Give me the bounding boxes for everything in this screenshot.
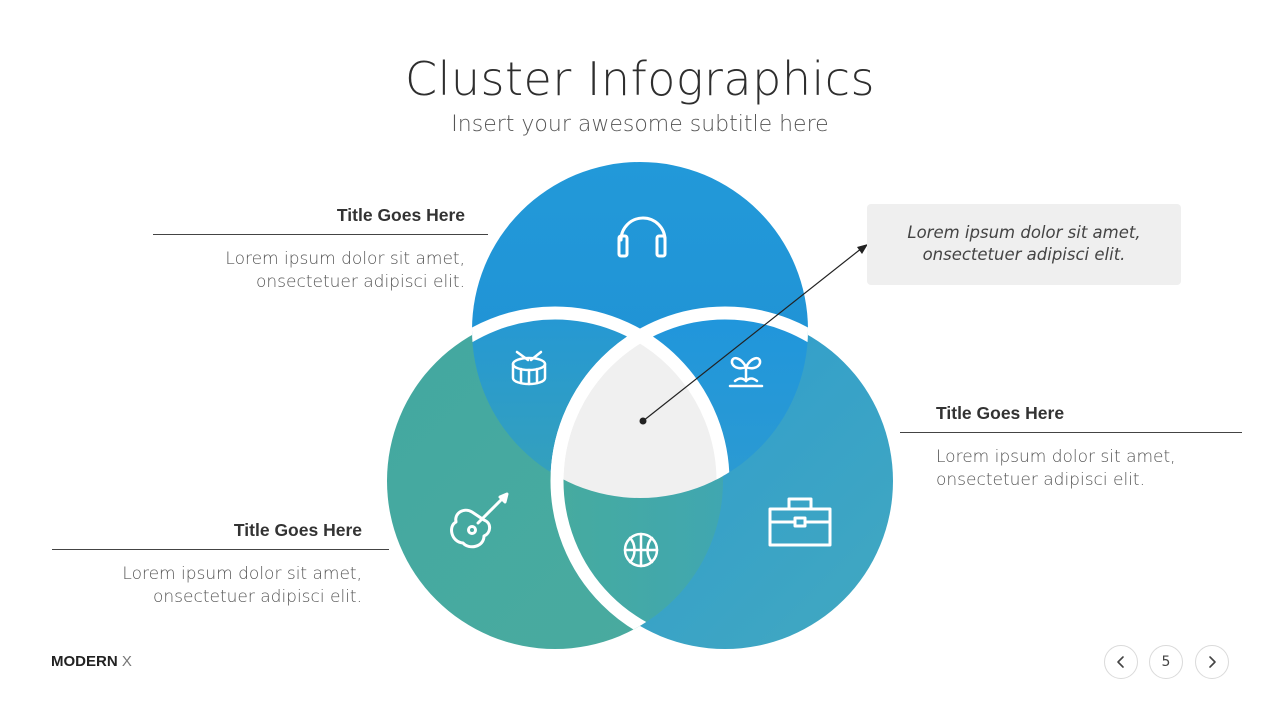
block-title: Title Goes Here — [936, 403, 1065, 423]
sprout-icon — [728, 357, 764, 388]
callout-line-2: onsectetuer adipisci elit. — [922, 245, 1126, 264]
block-divider — [153, 234, 488, 235]
chevron-right-icon — [1209, 656, 1216, 668]
brand-bold: MODERN — [51, 653, 118, 670]
headphones-icon — [617, 216, 667, 258]
block-text: Lorem ipsum dolor sit amet, onsectetuer … — [225, 249, 465, 292]
chevron-left-icon — [1117, 656, 1124, 668]
drum-icon — [511, 350, 547, 386]
block-divider — [900, 432, 1242, 433]
next-button[interactable] — [1195, 645, 1229, 679]
briefcase-icon — [768, 497, 832, 547]
page-title: Cluster Infographics — [404, 52, 876, 106]
center-overlap — [557, 313, 723, 498]
callout-box: Lorem ipsum dolor sit amet, onsectetuer … — [867, 204, 1181, 285]
brand-light: X — [121, 653, 132, 670]
pointer-dot — [639, 417, 647, 425]
pointer-line — [642, 247, 863, 422]
basketball-icon — [623, 532, 659, 568]
page-subtitle: Insert your awesome subtitle here — [451, 112, 829, 137]
block-divider — [52, 549, 389, 550]
text-block-bottom-left: Title Goes Here Lorem ipsum dolor sit am… — [52, 520, 389, 609]
callout-line-1: Lorem ipsum dolor sit amet, — [907, 223, 1141, 242]
previous-button[interactable] — [1104, 645, 1138, 679]
text-block-top-left: Title Goes Here Lorem ipsum dolor sit am… — [153, 205, 488, 294]
page-number: 5 — [1149, 645, 1183, 679]
block-title: Title Goes Here — [233, 520, 362, 540]
brand-logo: MODERN X — [51, 653, 132, 670]
text-block-right: Title Goes Here Lorem ipsum dolor sit am… — [900, 403, 1242, 492]
guitar-icon — [450, 492, 509, 549]
block-title: Title Goes Here — [336, 205, 465, 225]
pointer-arrowhead — [857, 244, 868, 254]
block-text: Lorem ipsum dolor sit amet, onsectetuer … — [122, 564, 362, 607]
block-text: Lorem ipsum dolor sit amet, onsectetuer … — [936, 447, 1176, 490]
